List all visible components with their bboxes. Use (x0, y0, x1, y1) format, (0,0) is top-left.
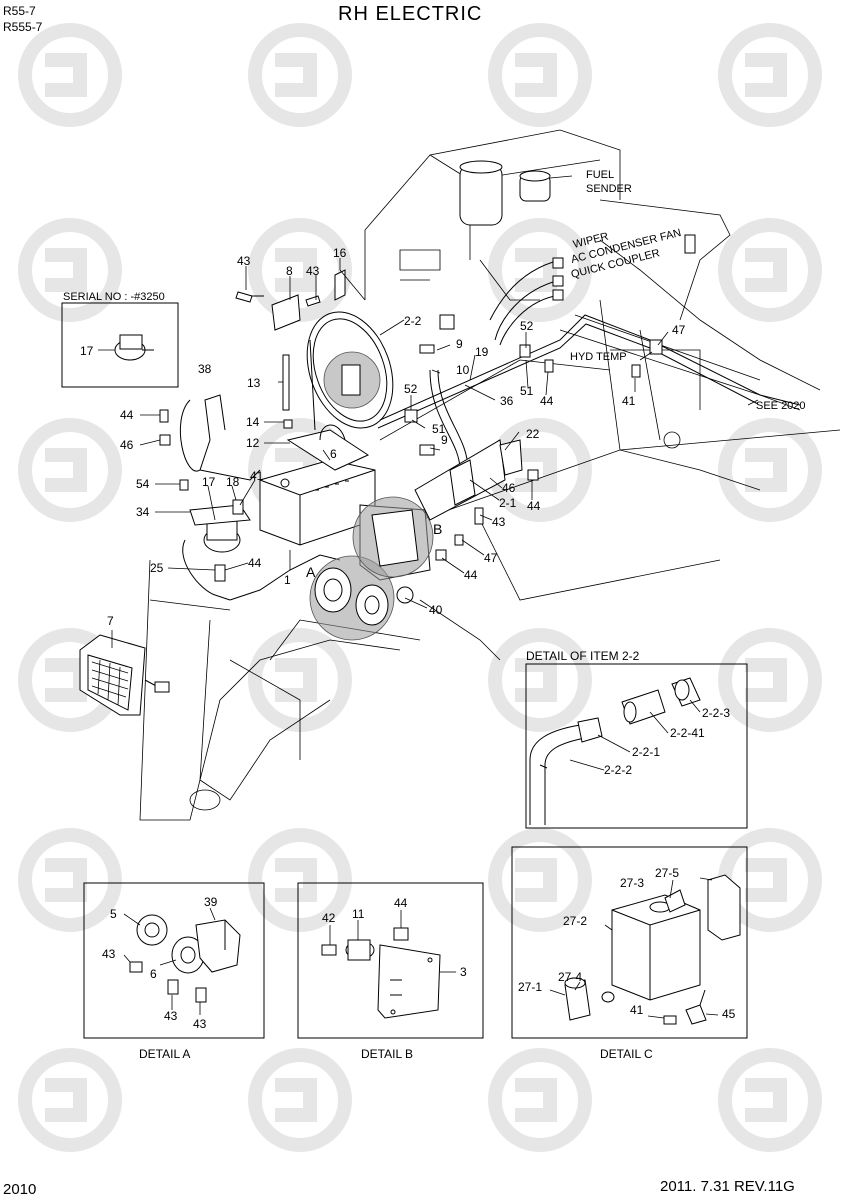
detail-2-2-art (529, 677, 701, 825)
callout-22: 22 (526, 427, 540, 441)
callout-17-serial: 17 (80, 344, 94, 358)
callout-c-27-3: 27-3 (620, 876, 644, 890)
fuel-sender-line1: FUEL (586, 169, 614, 181)
callout-c-45: 45 (722, 1007, 736, 1021)
callout-16: 16 (333, 246, 347, 260)
callout-47b: 47 (484, 551, 498, 565)
callout-44e: 44 (464, 568, 478, 582)
detail-c-caption: DETAIL C (600, 1047, 653, 1061)
page-number: 2010 (3, 1181, 36, 1198)
callout-2-2-3: 2-2-3 (702, 706, 730, 720)
callout-52b: 52 (404, 382, 418, 396)
callout-41a: 41 (622, 394, 636, 408)
callout-a-43b: 43 (164, 1009, 178, 1023)
callout-c-27-1: 27-1 (518, 980, 542, 994)
callout-52a: 52 (520, 319, 534, 333)
callout-47a: 47 (672, 323, 686, 337)
detail-c-box (511, 846, 748, 1039)
callout-1: 1 (284, 573, 291, 587)
callout-8: 8 (286, 264, 293, 278)
detail-b-art (321, 910, 456, 1019)
callout-a-43c: 43 (193, 1017, 207, 1031)
callout-a-43a: 43 (102, 947, 116, 961)
serial-box (61, 302, 179, 388)
see-2020-label: SEE 2020 (756, 400, 806, 412)
callout-2-2-41: 2-2-41 (670, 726, 705, 740)
callout-10: 10 (456, 363, 470, 377)
detail-a-caption: DETAIL A (139, 1047, 190, 1061)
hoses-and-pipes (179, 259, 801, 601)
serial-switch (98, 334, 154, 361)
callout-c-27-2: 27-2 (563, 914, 587, 928)
work-lamp (79, 634, 170, 716)
callout-c-41: 41 (630, 1003, 644, 1017)
detail-letter-a: A (306, 564, 316, 580)
callout-34: 34 (136, 505, 150, 519)
callout-a-5: 5 (110, 907, 117, 921)
detail-b-caption: DETAIL B (361, 1047, 413, 1061)
callout-44d: 44 (248, 556, 262, 570)
callout-b-11: 11 (352, 907, 365, 921)
serial-no-label: SERIAL NO : -#3250 (63, 291, 165, 303)
detail-a-box (83, 882, 265, 1039)
callout-17: 17 (202, 475, 216, 489)
horn-assembly (309, 351, 434, 641)
callout-14: 14 (246, 415, 260, 429)
callout-9b: 9 (441, 433, 448, 447)
callout-54: 54 (136, 477, 150, 491)
callout-a-6: 6 (150, 967, 157, 981)
leader-lines (111, 175, 759, 648)
date-revision: 2011. 7.31 REV.11G (660, 1178, 795, 1195)
callout-b-3: 3 (460, 965, 467, 979)
callout-19: 19 (475, 345, 489, 359)
callout-44a: 44 (120, 408, 134, 422)
detail-b-box (297, 882, 484, 1039)
callout-44b: 44 (540, 394, 554, 408)
callout-c-27-5: 27-5 (655, 866, 679, 880)
callout-38: 38 (198, 362, 212, 376)
callout-43b: 43 (306, 264, 320, 278)
detail-a-art (123, 907, 241, 1015)
callout-41b: 41 (250, 469, 264, 483)
callout-13: 13 (247, 376, 261, 390)
callout-51b: 51 (520, 384, 534, 398)
callout-2-2-1: 2-2-1 (632, 745, 660, 759)
machine-frame (139, 129, 841, 821)
fasteners (159, 234, 696, 582)
callout-12: 12 (246, 436, 260, 450)
callout-c-27-4: 27-4 (558, 970, 582, 984)
callout-46b: 46 (502, 481, 516, 495)
callout-2-2-2: 2-2-2 (604, 763, 632, 777)
callout-2-1: 2-1 (499, 496, 517, 510)
callout-18: 18 (226, 475, 240, 489)
fuel-sender-line2: SENDER (586, 183, 632, 195)
callout-b-42: 42 (322, 911, 336, 925)
callout-40: 40 (429, 603, 443, 617)
hyd-temp-label: HYD TEMP (570, 351, 627, 363)
model-code-1: R55-7 (3, 4, 36, 18)
callout-7: 7 (107, 614, 114, 628)
detail-2-2-title: DETAIL OF ITEM 2-2 (526, 649, 640, 663)
callout-36: 36 (500, 394, 514, 408)
callout-9a: 9 (456, 337, 463, 351)
callout-51a: 51 (432, 422, 446, 436)
battery (259, 354, 376, 546)
callout-44c: 44 (527, 499, 541, 513)
callout-a-39: 39 (204, 895, 218, 909)
callout-2-2: 2-2 (404, 314, 422, 328)
detail-letter-b: B (433, 521, 442, 537)
model-code-2: R555-7 (3, 20, 43, 34)
callout-43a: 43 (237, 254, 251, 268)
callout-6: 6 (330, 447, 337, 461)
callout-b-44: 44 (394, 896, 408, 910)
page-title: RH ELECTRIC (338, 3, 482, 25)
callout-43c: 43 (492, 515, 506, 529)
callout-46a: 46 (120, 438, 134, 452)
detail-c-art (549, 874, 741, 1025)
callout-25: 25 (150, 561, 164, 575)
detail-2-2-box (525, 663, 748, 829)
